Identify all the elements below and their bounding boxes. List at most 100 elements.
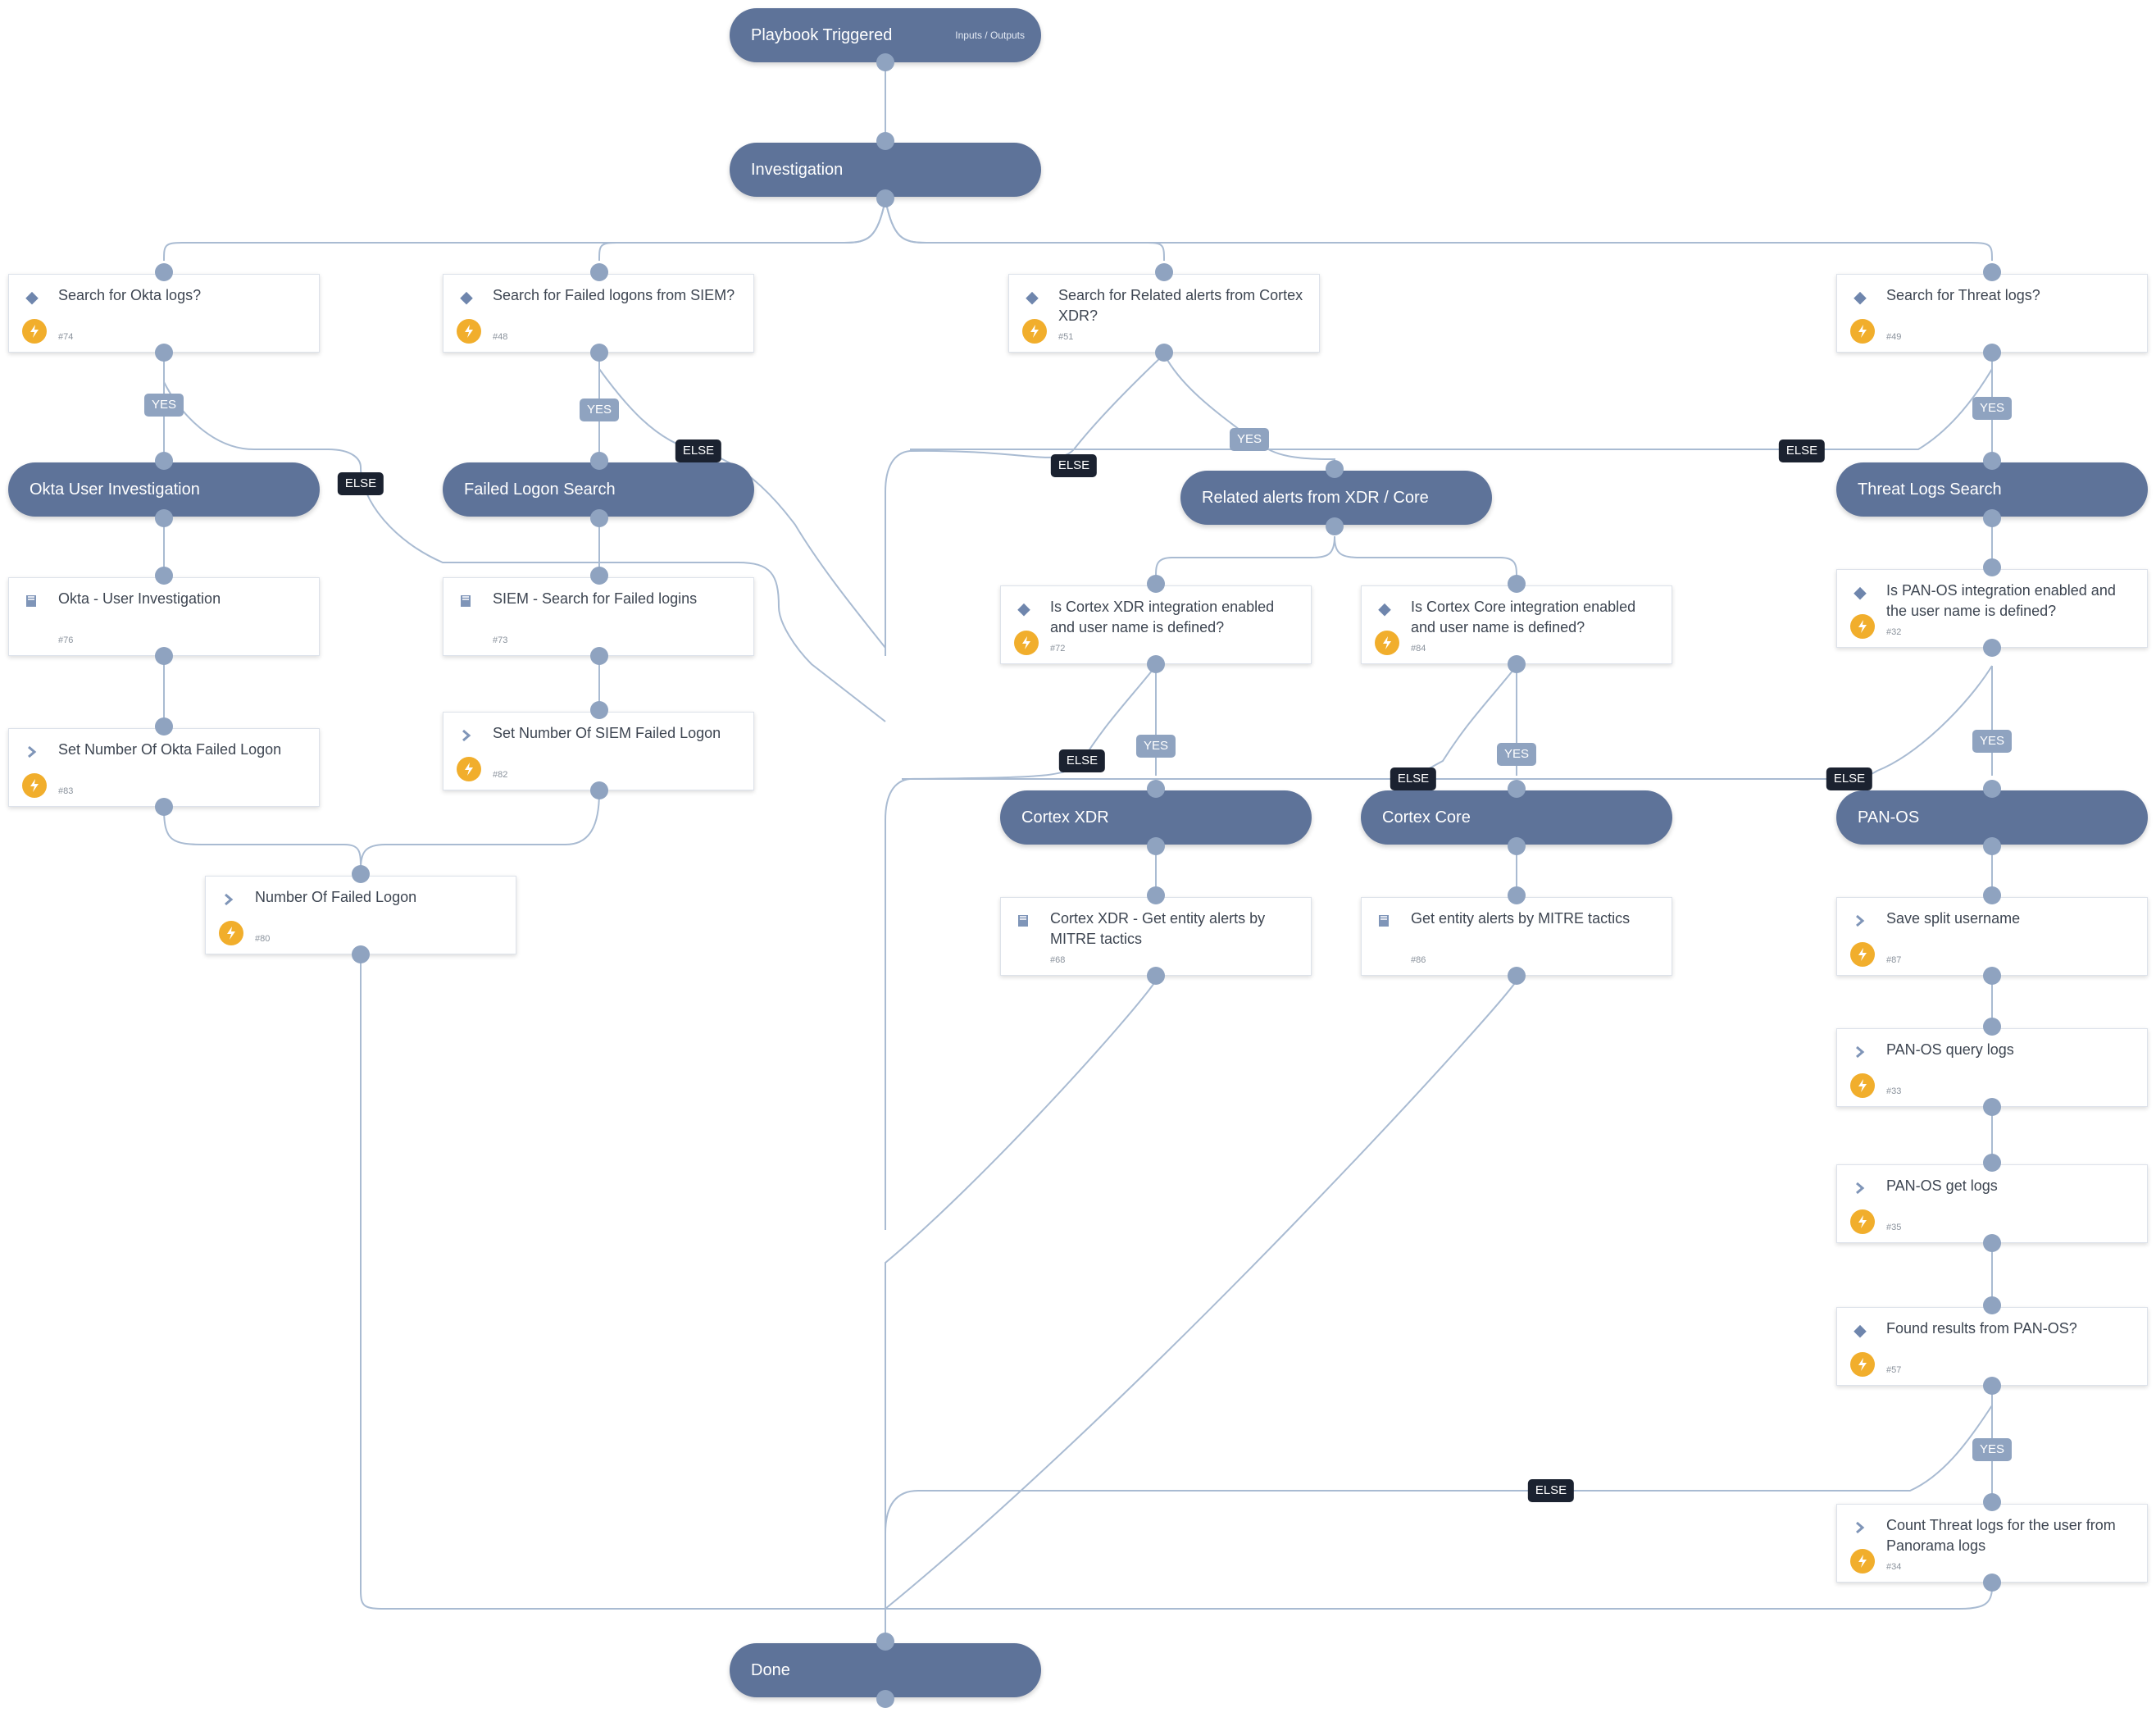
port[interactable]	[155, 567, 173, 585]
task-siem-search-failed-logins[interactable]: SIEM - Search for Failed logins #73	[443, 577, 754, 656]
port[interactable]	[1983, 452, 2001, 470]
port[interactable]	[590, 567, 608, 585]
port[interactable]	[1983, 1377, 2001, 1395]
port[interactable]	[1983, 1154, 2001, 1172]
else-badge[interactable]: ELSE	[1390, 767, 1437, 790]
port[interactable]	[1508, 886, 1526, 904]
yes-badge[interactable]: YES	[1229, 428, 1270, 451]
else-badge[interactable]: ELSE	[1778, 439, 1826, 462]
yes-badge[interactable]: YES	[1135, 735, 1176, 758]
else-badge[interactable]: ELSE	[1527, 1479, 1575, 1502]
else-badge[interactable]: ELSE	[1826, 767, 1873, 790]
task-core-entity-alerts[interactable]: Get entity alerts by MITRE tactics #86	[1361, 897, 1672, 976]
task-save-split-username[interactable]: Save split username #87	[1836, 897, 2148, 976]
failed-logon-search-node[interactable]: Failed Logon Search	[443, 462, 754, 517]
port[interactable]	[352, 945, 370, 963]
yes-badge[interactable]: YES	[1972, 1438, 2013, 1461]
port[interactable]	[1983, 1493, 2001, 1511]
port[interactable]	[1983, 1098, 2001, 1116]
port[interactable]	[1983, 263, 2001, 281]
port[interactable]	[1147, 575, 1165, 593]
port[interactable]	[590, 781, 608, 799]
port[interactable]	[590, 263, 608, 281]
task-is-cortex-core-enabled[interactable]: Is Cortex Core integration enabled and u…	[1361, 585, 1672, 664]
task-okta-user-investigation[interactable]: Okta - User Investigation #76	[8, 577, 320, 656]
port[interactable]	[155, 344, 173, 362]
port[interactable]	[1508, 780, 1526, 798]
port[interactable]	[590, 701, 608, 719]
port[interactable]	[155, 509, 173, 527]
done-node[interactable]: Done	[730, 1643, 1041, 1697]
inputs-outputs-link[interactable]: Inputs / Outputs	[955, 30, 1025, 41]
port[interactable]	[155, 798, 173, 816]
port[interactable]	[1983, 837, 2001, 855]
yes-badge[interactable]: YES	[1496, 743, 1537, 766]
port[interactable]	[1983, 1018, 2001, 1036]
port[interactable]	[1508, 837, 1526, 855]
port[interactable]	[155, 263, 173, 281]
port[interactable]	[590, 344, 608, 362]
port[interactable]	[155, 452, 173, 470]
else-badge[interactable]: ELSE	[1058, 749, 1106, 772]
port[interactable]	[1147, 837, 1165, 855]
port[interactable]	[1983, 1574, 2001, 1592]
port[interactable]	[1983, 780, 2001, 798]
port[interactable]	[590, 509, 608, 527]
task-panos-get-logs[interactable]: PAN-OS get logs #35	[1836, 1164, 2148, 1243]
port[interactable]	[155, 647, 173, 665]
port[interactable]	[1326, 517, 1344, 535]
investigation-node[interactable]: Investigation	[730, 143, 1041, 197]
port[interactable]	[1155, 263, 1173, 281]
port[interactable]	[590, 647, 608, 665]
task-cortex-xdr-entity-alerts[interactable]: Cortex XDR - Get entity alerts by MITRE …	[1000, 897, 1312, 976]
task-count-threat-logs[interactable]: Count Threat logs for the user from Pano…	[1836, 1504, 2148, 1583]
port[interactable]	[1983, 558, 2001, 576]
port[interactable]	[1147, 780, 1165, 798]
okta-user-investigation-node[interactable]: Okta User Investigation	[8, 462, 320, 517]
port[interactable]	[1508, 655, 1526, 673]
task-is-panos-enabled[interactable]: Is PAN-OS integration enabled and the us…	[1836, 569, 2148, 648]
task-search-related-alerts-xdr[interactable]: Search for Related alerts from Cortex XD…	[1008, 274, 1320, 353]
cortex-xdr-node[interactable]: Cortex XDR	[1000, 790, 1312, 845]
port[interactable]	[1983, 639, 2001, 657]
cortex-core-node[interactable]: Cortex Core	[1361, 790, 1672, 845]
port[interactable]	[1983, 967, 2001, 985]
task-search-threat-logs[interactable]: Search for Threat logs? #49	[1836, 274, 2148, 353]
port[interactable]	[155, 717, 173, 736]
port[interactable]	[352, 865, 370, 883]
port[interactable]	[1983, 1296, 2001, 1314]
task-found-panos-results[interactable]: Found results from PAN-OS? #57	[1836, 1307, 2148, 1386]
yes-badge[interactable]: YES	[579, 399, 620, 421]
task-set-siem-failed-logon[interactable]: Set Number Of SIEM Failed Logon #82	[443, 712, 754, 790]
yes-badge[interactable]: YES	[1972, 397, 2013, 420]
task-set-okta-failed-logon[interactable]: Set Number Of Okta Failed Logon #83	[8, 728, 320, 807]
yes-badge[interactable]: YES	[143, 394, 184, 417]
port[interactable]	[1155, 344, 1173, 362]
threat-logs-search-node[interactable]: Threat Logs Search	[1836, 462, 2148, 517]
port[interactable]	[876, 53, 894, 71]
related-alerts-node[interactable]: Related alerts from XDR / Core	[1180, 471, 1492, 525]
task-is-cortex-xdr-enabled[interactable]: Is Cortex XDR integration enabled and us…	[1000, 585, 1312, 664]
port[interactable]	[876, 189, 894, 207]
task-number-of-failed-logon[interactable]: Number Of Failed Logon #80	[205, 876, 516, 954]
port[interactable]	[876, 132, 894, 150]
panos-node[interactable]: PAN-OS	[1836, 790, 2148, 845]
port[interactable]	[1983, 1234, 2001, 1252]
port[interactable]	[1147, 655, 1165, 673]
port[interactable]	[1508, 967, 1526, 985]
port[interactable]	[1983, 886, 2001, 904]
port[interactable]	[876, 1633, 894, 1651]
port[interactable]	[590, 452, 608, 470]
port[interactable]	[1326, 460, 1344, 478]
port[interactable]	[1147, 886, 1165, 904]
port[interactable]	[1147, 967, 1165, 985]
port[interactable]	[1983, 344, 2001, 362]
yes-badge[interactable]: YES	[1972, 730, 2013, 753]
task-search-failed-logons-siem[interactable]: Search for Failed logons from SIEM? #48	[443, 274, 754, 353]
port[interactable]	[1508, 575, 1526, 593]
port[interactable]	[876, 1690, 894, 1708]
else-badge[interactable]: ELSE	[675, 439, 722, 462]
port[interactable]	[1983, 509, 2001, 527]
else-badge[interactable]: ELSE	[337, 472, 384, 495]
else-badge[interactable]: ELSE	[1050, 454, 1098, 477]
